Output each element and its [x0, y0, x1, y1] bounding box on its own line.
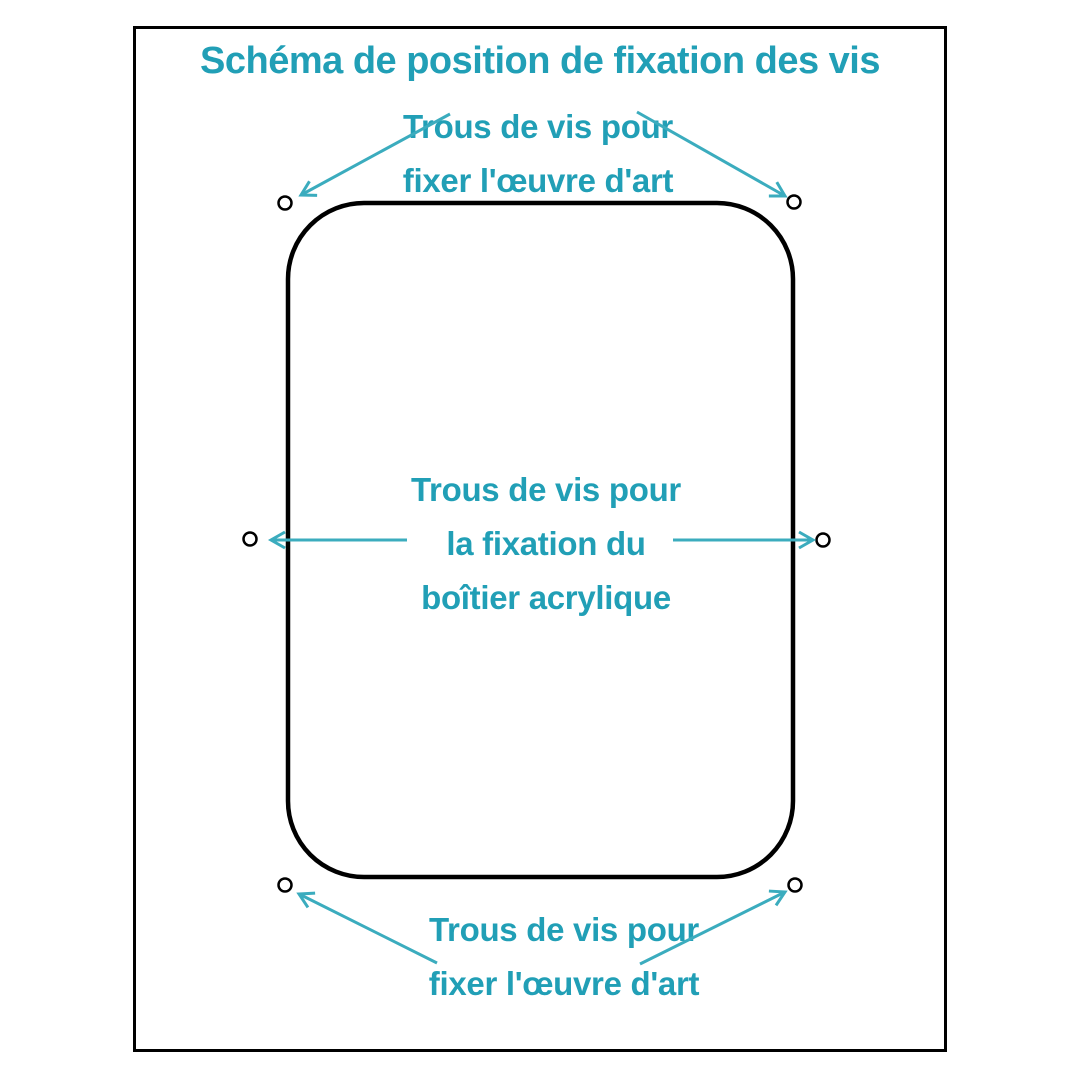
label-top-line-1: Trous de vis pour: [403, 108, 673, 145]
label-middle-line-2: la fixation du: [446, 525, 646, 562]
diagram-border-frame: [133, 26, 947, 1052]
label-top-screw-holes: Trous de vis pour fixer l'œuvre d'art: [0, 100, 1076, 208]
label-top-line-2: fixer l'œuvre d'art: [402, 162, 674, 199]
label-middle-line-3: boîtier acrylique: [421, 579, 671, 616]
label-bottom-line-2: fixer l'œuvre d'art: [428, 965, 700, 1002]
label-middle-screw-holes: Trous de vis pour la fixation du boîtier…: [6, 463, 1080, 625]
label-middle-line-1: Trous de vis pour: [411, 471, 681, 508]
diagram-title: Schéma de position de fixation des vis: [200, 40, 880, 82]
label-bottom-screw-holes: Trous de vis pour fixer l'œuvre d'art: [44, 903, 1080, 1011]
label-bottom-line-1: Trous de vis pour: [429, 911, 699, 948]
